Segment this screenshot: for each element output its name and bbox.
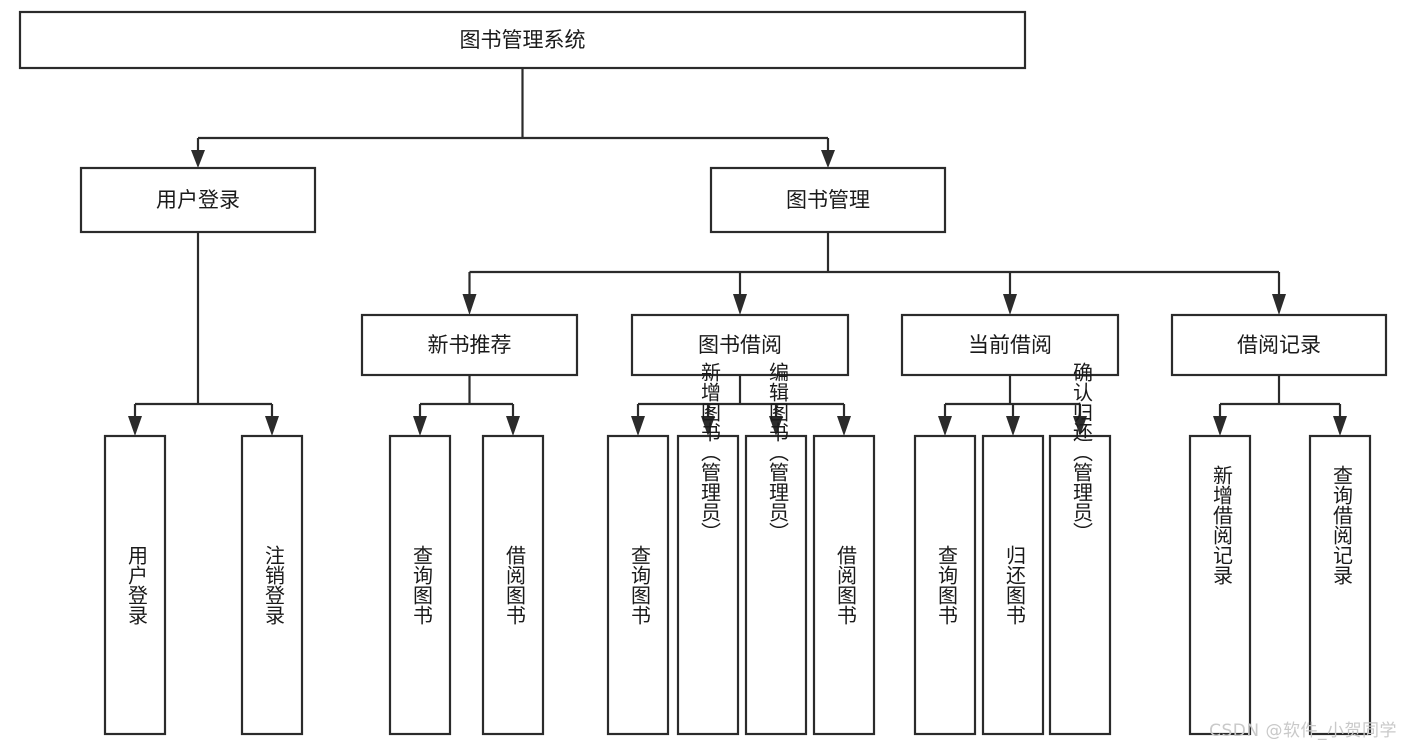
leaf-node-user-login-box[interactable] (103, 434, 167, 736)
leaf-node-add-borrow-record-label: 新增借阅记录 (1210, 465, 1234, 585)
node-borrow-record-box[interactable] (1170, 313, 1388, 377)
leaf-node-query-book-borrow[interactable]: 查询图书 (606, 434, 670, 736)
leaf-node-query-borrow-record-box[interactable] (1308, 434, 1372, 736)
leaf-node-borrow-book-newbook[interactable]: 借阅图书 (481, 434, 545, 736)
leaf-node-edit-book-admin-box[interactable] (744, 434, 808, 736)
leaf-node-borrow-book-borrow-box[interactable] (812, 434, 876, 736)
leaf-node-borrow-book-newbook-box[interactable] (481, 434, 545, 736)
arrow-head-current-leaf-2 (1006, 416, 1020, 436)
arrow-head-current-leaf-3 (1073, 416, 1087, 436)
node-new-book-recommend-label: 新书推荐 (428, 333, 512, 357)
node-root-box[interactable] (18, 10, 1027, 70)
leaf-node-query-borrow-record[interactable]: 查询借阅记录 (1308, 434, 1372, 736)
node-user-login[interactable]: 用户登录 (79, 166, 317, 234)
arrow-head-borrow-leaf-1 (631, 416, 645, 436)
node-borrow-record-label: 借阅记录 (1237, 333, 1321, 357)
leaf-node-add-book-admin[interactable]: 新增图书（管理员） (676, 362, 740, 736)
node-user-login-box[interactable] (79, 166, 317, 234)
arrow-head-borrow (733, 294, 747, 315)
leaf-node-borrow-book-borrow-label: 借阅图书 (834, 545, 858, 625)
leaf-node-query-book-current-label: 查询图书 (935, 545, 959, 625)
leaf-node-return-book[interactable]: 归还图书 (981, 434, 1045, 736)
leaf-node-confirm-return-admin-label: 确认归还（管理员） (1070, 362, 1094, 542)
arrow-head-current (1003, 294, 1017, 315)
leaf-node-add-borrow-record-box[interactable] (1188, 434, 1252, 736)
arrow-head-record (1272, 294, 1286, 315)
leaf-node-borrow-book-newbook-label: 借阅图书 (503, 545, 527, 625)
leaf-node-user-login[interactable]: 用户登录 (103, 434, 167, 736)
node-user-login-label: 用户登录 (156, 188, 240, 212)
arrow-head-borrow-leaf-2 (701, 416, 715, 436)
node-current-borrow-box[interactable] (900, 313, 1120, 377)
leaf-node-query-borrow-record-label: 查询借阅记录 (1330, 465, 1354, 585)
arrow-head-book-mgmt (821, 150, 835, 168)
csdn-watermark: CSDN @软件_小贺同学 (1209, 721, 1397, 741)
leaf-node-query-book-current-box[interactable] (913, 434, 977, 736)
leaf-node-add-book-admin-box[interactable] (676, 434, 740, 736)
leaf-node-query-book-current[interactable]: 查询图书 (913, 434, 977, 736)
leaf-node-edit-book-admin-label: 编辑图书（管理员） (766, 362, 790, 542)
arrow-head-borrow-leaf-3 (769, 416, 783, 436)
leaf-node-return-book-label: 归还图书 (1003, 545, 1027, 625)
node-root[interactable]: 图书管理系统 (18, 10, 1027, 70)
arrow-head-newbook-leaf-2 (506, 416, 520, 436)
arrow-head-record-leaf-2 (1333, 416, 1347, 436)
arrow-head-leaf-logout (265, 416, 279, 436)
node-book-management[interactable]: 图书管理 (709, 166, 947, 234)
arrow-head-current-leaf-1 (938, 416, 952, 436)
node-root-label: 图书管理系统 (460, 28, 586, 52)
node-book-management-box[interactable] (709, 166, 947, 234)
arrow-head-user-login (191, 150, 205, 168)
leaf-node-add-book-admin-label: 新增图书（管理员） (698, 362, 722, 542)
node-borrow-record[interactable]: 借阅记录 (1170, 313, 1388, 377)
leaf-node-query-book-newbook[interactable]: 查询图书 (388, 434, 452, 736)
leaf-node-query-book-borrow-label: 查询图书 (628, 545, 652, 625)
node-book-borrow[interactable]: 图书借阅 (630, 313, 850, 377)
leaf-node-user-login-label: 用户登录 (125, 545, 149, 625)
leaf-node-query-book-borrow-box[interactable] (606, 434, 670, 736)
leaf-node-add-borrow-record[interactable]: 新增借阅记录 (1188, 434, 1252, 736)
leaf-node-confirm-return-admin[interactable]: 确认归还（管理员） (1048, 362, 1112, 736)
leaf-node-query-book-newbook-box[interactable] (388, 434, 452, 736)
node-new-book-recommend-box[interactable] (360, 313, 579, 377)
node-current-borrow-label: 当前借阅 (968, 333, 1052, 357)
leaf-node-borrow-book-borrow[interactable]: 借阅图书 (812, 434, 876, 736)
node-book-borrow-label: 图书借阅 (698, 333, 782, 357)
node-book-management-label: 图书管理 (786, 188, 870, 212)
arrow-head-newbook-leaf-1 (413, 416, 427, 436)
leaf-node-query-book-newbook-label: 查询图书 (410, 545, 434, 625)
leaf-node-logout-box[interactable] (240, 434, 304, 736)
arrow-head-newbook (462, 294, 477, 315)
arrow-head-borrow-leaf-4 (837, 416, 851, 436)
connector-layer (128, 68, 1347, 436)
node-new-book-recommend[interactable]: 新书推荐 (360, 313, 579, 377)
leaf-node-edit-book-admin[interactable]: 编辑图书（管理员） (744, 362, 808, 736)
leaf-node-confirm-return-admin-box[interactable] (1048, 434, 1112, 736)
leaf-node-logout[interactable]: 注销登录 (240, 434, 304, 736)
arrow-head-record-leaf-1 (1213, 416, 1227, 436)
node-current-borrow[interactable]: 当前借阅 (900, 313, 1120, 377)
arrow-head-leaf-user-login (128, 416, 142, 436)
leaf-node-return-book-box[interactable] (981, 434, 1045, 736)
leaf-node-logout-label: 注销登录 (262, 545, 286, 625)
node-book-borrow-box[interactable] (630, 313, 850, 377)
